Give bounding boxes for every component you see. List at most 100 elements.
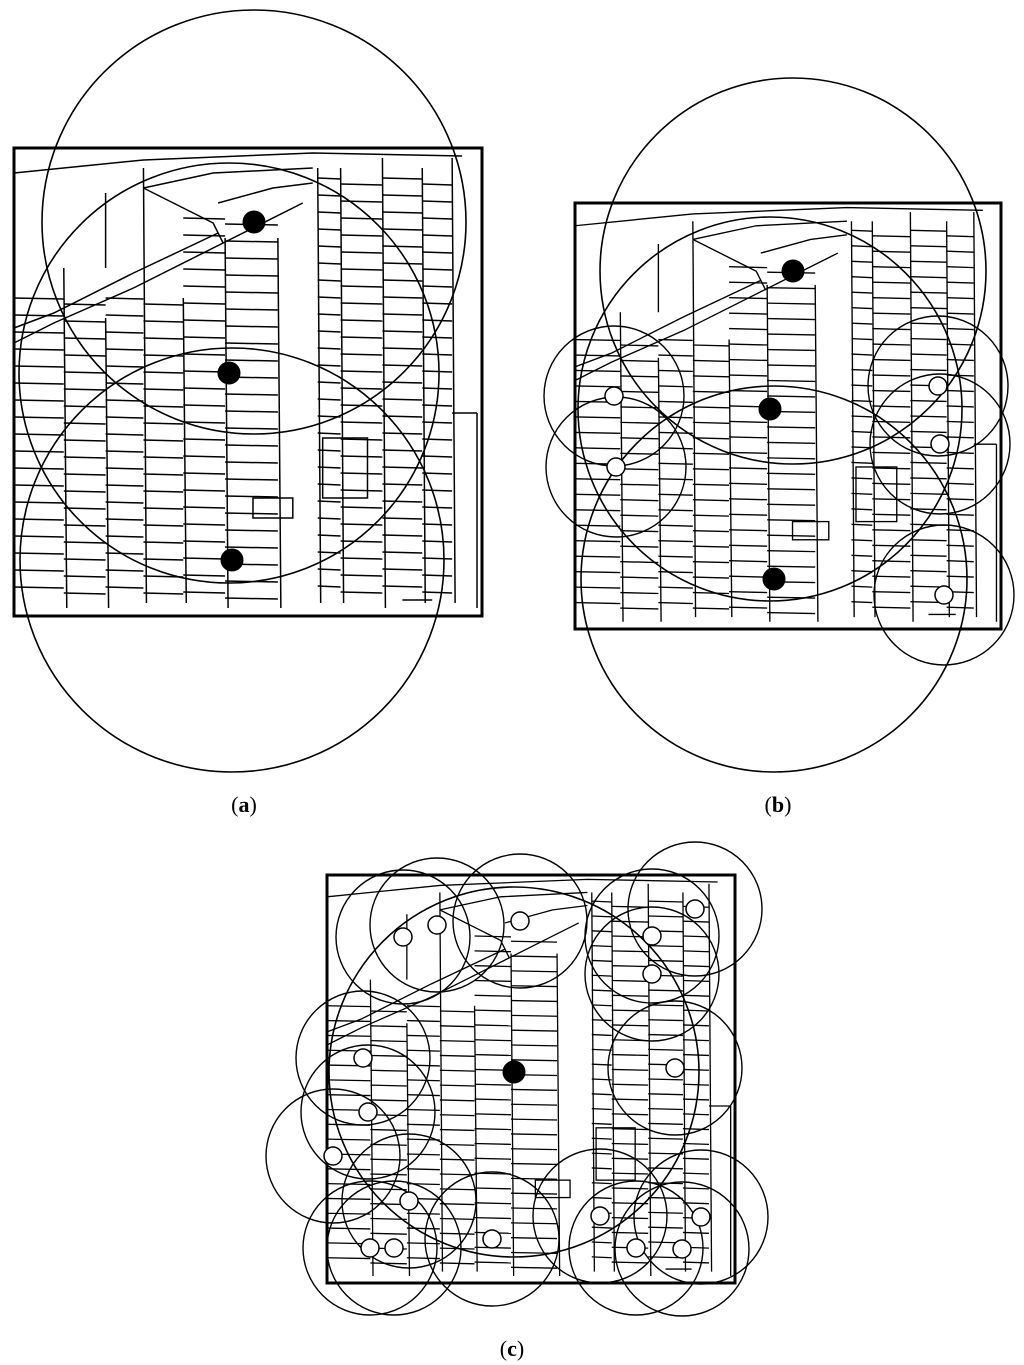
- street-segment: [143, 474, 183, 475]
- street-segment: [225, 428, 278, 429]
- street-segment: [511, 941, 557, 942]
- street-segment: [620, 484, 658, 485]
- hollow-node: [686, 900, 704, 918]
- street-segment: [683, 1129, 709, 1130]
- street-segment: [693, 453, 729, 454]
- street-segment: [511, 1045, 557, 1046]
- street-segment: [382, 348, 422, 349]
- street-segment: [851, 292, 872, 293]
- street-segment: [422, 286, 452, 287]
- street-segment: [947, 391, 974, 392]
- street-segment: [947, 545, 974, 546]
- street-segment: [382, 195, 422, 196]
- panel-a: [14, 10, 482, 772]
- block-outline: [793, 522, 829, 540]
- street-segment: [648, 1079, 683, 1080]
- street-segment: [225, 411, 278, 412]
- street-segment: [851, 354, 872, 355]
- street-segment: [683, 1084, 709, 1085]
- street-segment: [575, 525, 620, 526]
- street-segment: [475, 1025, 511, 1026]
- street-segment: [910, 540, 946, 541]
- hollow-node: [359, 1103, 377, 1121]
- street-segment: [14, 434, 64, 435]
- street-segment: [910, 339, 946, 340]
- street-segment: [575, 479, 620, 480]
- street-segment: [370, 1085, 406, 1086]
- street-segment: [318, 195, 341, 196]
- street-segment: [872, 282, 910, 283]
- street-segment: [225, 309, 278, 310]
- street-segment: [475, 1188, 511, 1189]
- street-spine: [851, 221, 854, 617]
- arterial-road: [575, 280, 761, 366]
- street-segment: [382, 178, 422, 179]
- street-segment: [592, 1242, 612, 1243]
- street-segment: [422, 388, 452, 389]
- street-segment: [511, 1089, 557, 1090]
- street-segment: [612, 1144, 648, 1145]
- street-segment: [729, 437, 767, 438]
- street-segment: [851, 431, 872, 432]
- street-segment: [658, 370, 692, 371]
- street-segment: [440, 1026, 475, 1027]
- street-segment: [341, 575, 383, 576]
- wedge-road: [693, 239, 766, 289]
- street-segment: [693, 469, 729, 470]
- street-segment: [851, 493, 872, 494]
- street-segment: [106, 502, 144, 503]
- hollow-node: [931, 435, 949, 453]
- hollow-node: [666, 1059, 684, 1077]
- street-segment: [440, 1263, 475, 1264]
- street-segment: [14, 468, 64, 469]
- street-segment: [14, 383, 64, 384]
- street-segment: [947, 561, 974, 562]
- street-segment: [106, 434, 144, 435]
- street-segment: [767, 396, 815, 397]
- street-segment: [658, 479, 692, 480]
- street-segment: [767, 489, 815, 490]
- street-segment: [910, 246, 946, 247]
- street-segment: [440, 1189, 475, 1190]
- street-segment: [318, 518, 341, 519]
- street-segment: [370, 1130, 406, 1131]
- filled-node: [243, 211, 265, 233]
- hollow-node: [643, 965, 661, 983]
- street-segment: [872, 313, 910, 314]
- street-segment: [64, 576, 106, 577]
- street-segment: [872, 514, 910, 515]
- street-segment: [729, 530, 767, 531]
- street-segment: [620, 422, 658, 423]
- street-spine: [974, 212, 977, 617]
- street-segment: [407, 1065, 440, 1066]
- street-segment: [341, 592, 383, 593]
- hollow-node: [361, 1239, 379, 1257]
- hollow-node: [935, 586, 953, 604]
- street-segment: [14, 366, 64, 367]
- street-spine: [475, 1006, 478, 1272]
- street-segment: [612, 995, 648, 996]
- street-segment: [910, 555, 946, 556]
- street-segment: [693, 577, 729, 578]
- street-segment: [648, 1094, 683, 1095]
- street-segment: [683, 995, 709, 996]
- street-segment: [683, 1188, 709, 1189]
- hollow-node: [643, 927, 661, 945]
- street-segment: [407, 1050, 440, 1051]
- street-segment: [64, 542, 106, 543]
- street-segment: [422, 269, 452, 270]
- street-segment: [318, 263, 341, 264]
- street-segment: [183, 303, 225, 304]
- street-segment: [658, 541, 692, 542]
- street-segment: [872, 236, 910, 237]
- street-segment: [947, 421, 974, 422]
- street-segment: [729, 375, 767, 376]
- street-segment: [382, 535, 422, 536]
- street-segment: [318, 450, 341, 451]
- street-segment: [64, 440, 106, 441]
- street-segment: [382, 314, 422, 315]
- street-segment: [947, 251, 974, 252]
- street-segment: [370, 1026, 406, 1027]
- street-segment: [318, 365, 341, 366]
- street-segment: [318, 212, 341, 213]
